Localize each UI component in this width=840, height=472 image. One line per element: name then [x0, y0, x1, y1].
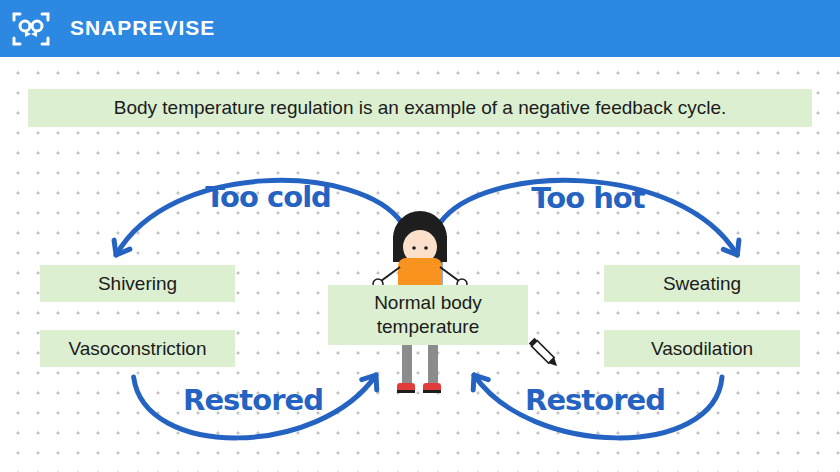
- header-bar: SNAPREVISE: [0, 0, 840, 57]
- brand-name: SNAPREVISE: [70, 16, 215, 40]
- arrow-head: [723, 240, 739, 255]
- response-box: Vasodilation: [604, 330, 800, 367]
- node-text: Sweating: [663, 272, 741, 296]
- arrow-head: [114, 240, 130, 255]
- node-text: Shivering: [98, 272, 177, 296]
- response-box: Sweating: [604, 265, 800, 302]
- node-text: Vasoconstriction: [69, 337, 207, 361]
- node-text: Vasodilation: [651, 337, 753, 361]
- restored-arrow: [134, 375, 377, 438]
- connector-curve: [474, 375, 722, 438]
- edge-label: Restored: [183, 383, 323, 417]
- title-band: Body temperature regulation is an exampl…: [28, 89, 812, 127]
- node-text: Normal body temperature: [338, 291, 518, 339]
- state-box: Normal body temperature: [328, 285, 528, 345]
- response-box: Vasoconstriction: [40, 330, 235, 367]
- edge-label: Too hot: [531, 181, 644, 215]
- logo-icon: [0, 0, 60, 57]
- arrow-head: [362, 375, 377, 390]
- edge-label: Too cold: [205, 180, 331, 214]
- diagram-title: Body temperature regulation is an exampl…: [114, 97, 727, 119]
- connector-curve: [134, 375, 376, 438]
- edge-label: Restored: [525, 383, 665, 417]
- response-box: Shivering: [40, 265, 235, 302]
- arrow-head: [473, 375, 488, 390]
- restored-arrow: [473, 375, 722, 438]
